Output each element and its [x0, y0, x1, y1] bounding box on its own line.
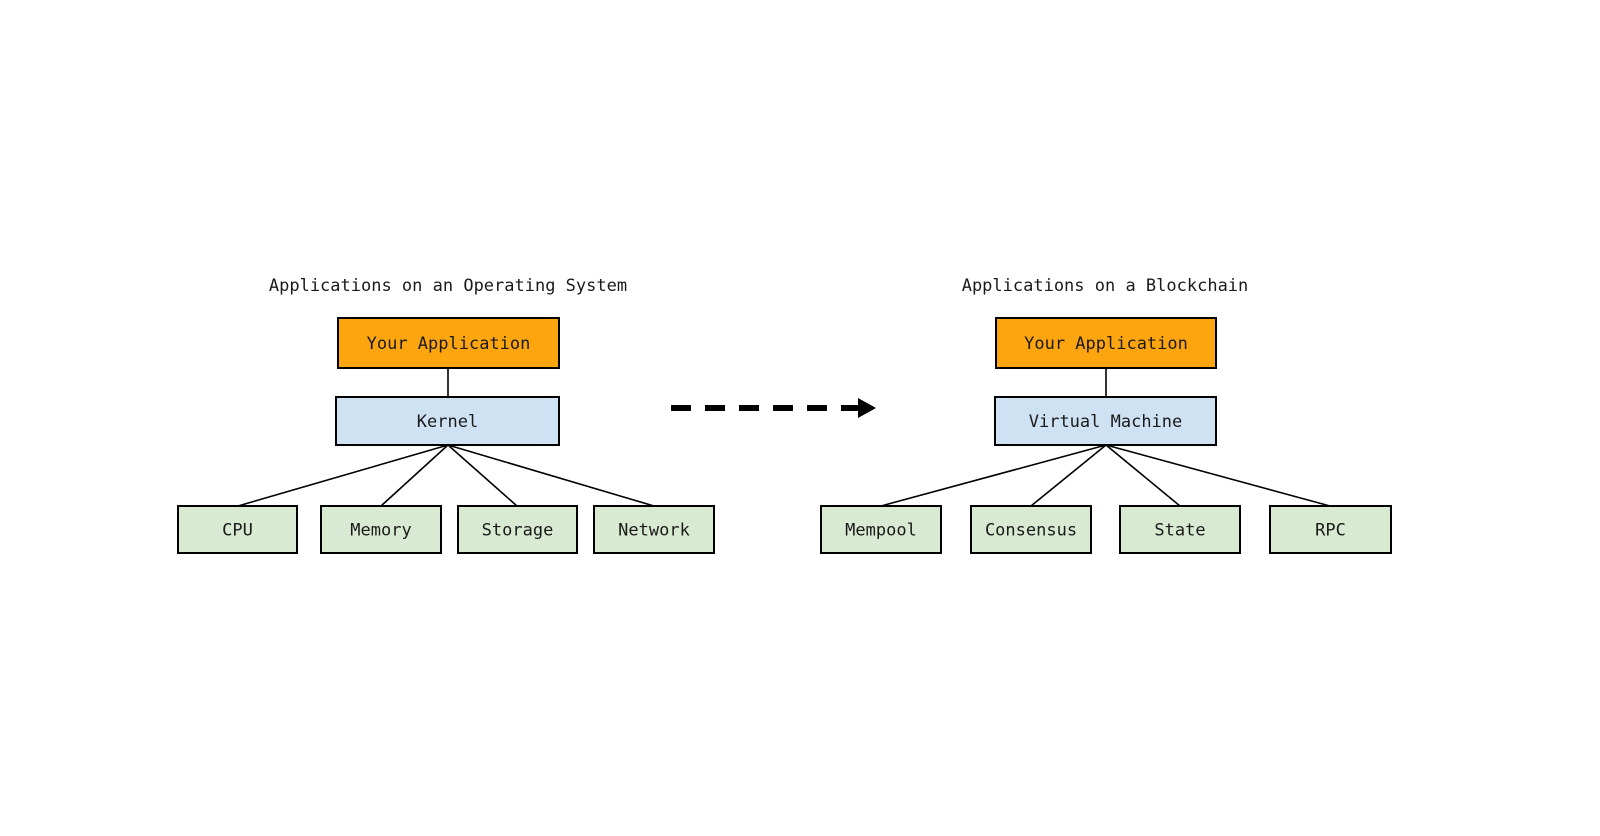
- node-os-network[interactable]: Network: [593, 505, 715, 554]
- connector-bc-vm-to-bc-rpc: [1105, 444, 1331, 507]
- connector-bc-vm-to-bc-consensus: [1030, 444, 1107, 507]
- connector-os-kernel-to-os-network: [447, 444, 655, 507]
- node-label-bc-rpc: RPC: [1315, 521, 1346, 541]
- node-label-bc-vm: Virtual Machine: [1029, 412, 1183, 432]
- node-os-app[interactable]: Your Application: [337, 317, 560, 369]
- node-label-os-cpu: CPU: [222, 521, 253, 541]
- os-to-blockchain-arrow: [671, 398, 876, 418]
- node-label-os-storage: Storage: [482, 521, 554, 541]
- node-box-os-app: [337, 317, 560, 369]
- connector-bc-vm-to-bc-state: [1105, 444, 1181, 507]
- node-box-bc-consensus: [970, 505, 1092, 554]
- node-bc-mempool[interactable]: Mempool: [820, 505, 942, 554]
- node-bc-state[interactable]: State: [1119, 505, 1241, 554]
- node-label-bc-consensus: Consensus: [985, 521, 1077, 541]
- node-os-storage[interactable]: Storage: [457, 505, 578, 554]
- node-os-cpu[interactable]: CPU: [177, 505, 298, 554]
- node-label-os-app: Your Application: [367, 334, 531, 354]
- panel-title-blockchain: Applications on a Blockchain: [962, 276, 1249, 296]
- node-box-bc-mempool: [820, 505, 942, 554]
- node-os-memory[interactable]: Memory: [320, 505, 442, 554]
- connector-os-kernel-to-os-storage: [447, 444, 518, 507]
- node-label-os-kernel: Kernel: [417, 412, 478, 432]
- connectors-layer: [237, 368, 1331, 507]
- node-label-bc-state: State: [1154, 521, 1205, 541]
- node-box-os-cpu: [177, 505, 298, 554]
- node-label-bc-app: Your Application: [1024, 334, 1188, 354]
- transition-arrow-head-icon: [858, 398, 876, 418]
- node-bc-app[interactable]: Your Application: [995, 317, 1217, 369]
- node-bc-consensus[interactable]: Consensus: [970, 505, 1092, 554]
- node-label-bc-mempool: Mempool: [845, 521, 917, 541]
- node-box-bc-rpc: [1269, 505, 1392, 554]
- node-label-os-network: Network: [618, 521, 690, 541]
- node-os-kernel[interactable]: Kernel: [335, 396, 560, 446]
- node-label-os-memory: Memory: [350, 521, 411, 541]
- node-box-os-network: [593, 505, 715, 554]
- node-box-os-memory: [320, 505, 442, 554]
- node-bc-vm[interactable]: Virtual Machine: [994, 396, 1217, 446]
- node-box-os-kernel: [335, 396, 560, 446]
- node-bc-rpc[interactable]: RPC: [1269, 505, 1392, 554]
- node-box-bc-app: [995, 317, 1217, 369]
- panel-title-operating-system: Applications on an Operating System: [269, 276, 627, 296]
- connector-os-kernel-to-os-cpu: [237, 444, 449, 507]
- node-box-bc-state: [1119, 505, 1241, 554]
- node-box-bc-vm: [994, 396, 1217, 446]
- connector-os-kernel-to-os-memory: [380, 444, 449, 507]
- connector-bc-vm-to-bc-mempool: [880, 444, 1107, 507]
- transition-arrow-layer: [671, 398, 876, 418]
- panel-titles-layer: Applications on an Operating System Appli…: [269, 276, 1248, 296]
- node-box-os-storage: [457, 505, 578, 554]
